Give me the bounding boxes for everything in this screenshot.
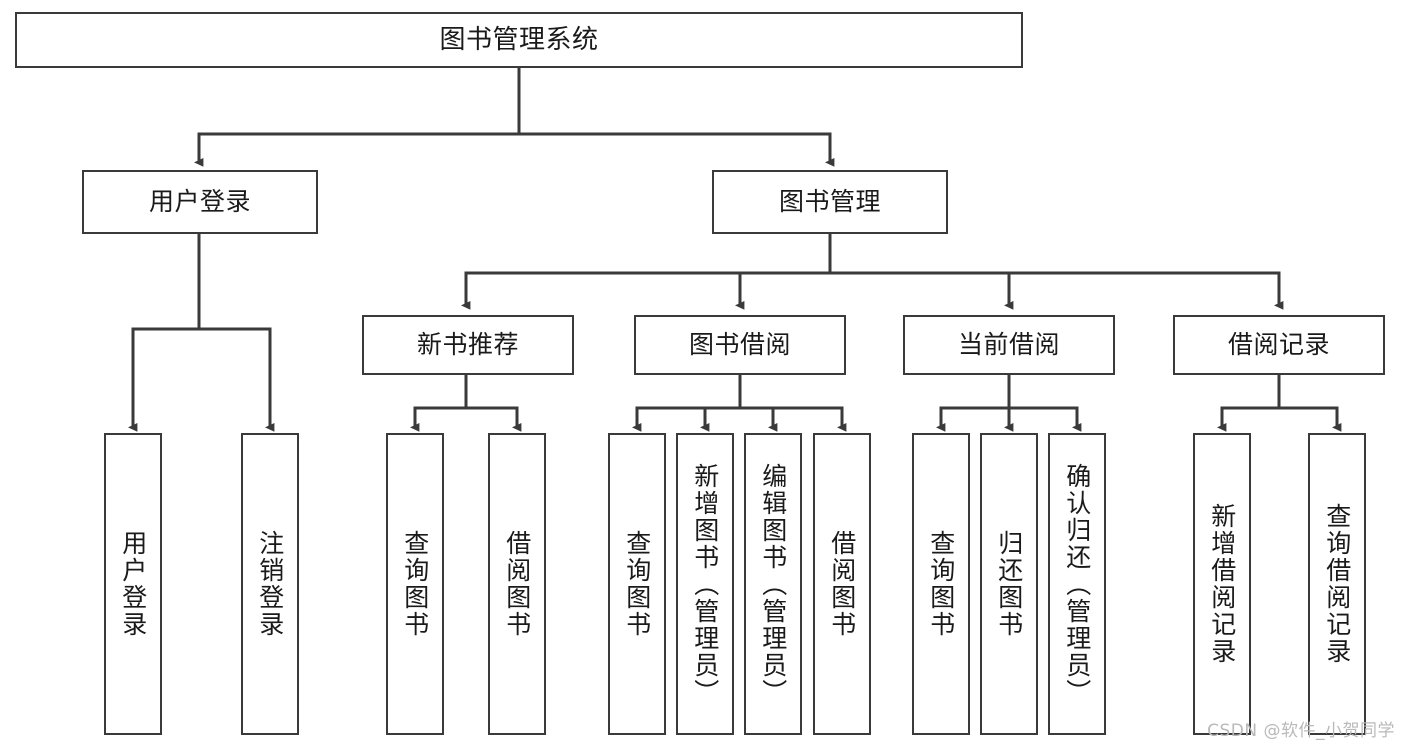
leaf-query-book-borrow[interactable]: 查询图书 <box>608 433 666 735</box>
node-label: 注销登录 <box>255 530 285 638</box>
leaf-add-book-admin[interactable]: 新增图书（管理员） <box>676 433 734 735</box>
node-label: 借阅图书 <box>827 530 857 638</box>
node-label: 查询借阅记录 <box>1322 503 1352 665</box>
node-label: 确认归还（管理员） <box>1062 462 1092 706</box>
node-book-manage[interactable]: 图书管理 <box>712 170 948 234</box>
node-label: 图书管理 <box>778 187 881 217</box>
leaf-borrow-book[interactable]: 借阅图书 <box>813 433 871 735</box>
node-label: 查询图书 <box>400 530 430 638</box>
node-new-book-recommend[interactable]: 新书推荐 <box>362 315 574 375</box>
node-book-borrow[interactable]: 图书借阅 <box>634 315 846 375</box>
leaf-user-login[interactable]: 用户登录 <box>104 433 162 735</box>
node-label: 编辑图书（管理员） <box>758 462 788 706</box>
leaf-edit-book-admin[interactable]: 编辑图书（管理员） <box>744 433 802 735</box>
leaf-logout-login[interactable]: 注销登录 <box>241 433 299 735</box>
node-label: 图书管理系统 <box>439 24 599 55</box>
node-label: 图书借阅 <box>688 330 791 360</box>
leaf-confirm-return-admin[interactable]: 确认归还（管理员） <box>1048 433 1106 735</box>
node-user-login[interactable]: 用户登录 <box>82 170 318 234</box>
node-label: 新增图书（管理员） <box>690 462 720 706</box>
leaf-query-book-current[interactable]: 查询图书 <box>912 433 970 735</box>
leaf-borrow-book-recommend[interactable]: 借阅图书 <box>488 433 546 735</box>
node-label: 新增借阅记录 <box>1207 503 1237 665</box>
node-label: 查询图书 <box>926 530 956 638</box>
leaf-query-borrow-record[interactable]: 查询借阅记录 <box>1308 433 1366 735</box>
leaf-add-borrow-record[interactable]: 新增借阅记录 <box>1193 433 1251 735</box>
node-label: 归还图书 <box>994 530 1024 638</box>
node-label: 用户登录 <box>148 187 251 217</box>
node-label: 当前借阅 <box>957 330 1060 360</box>
node-borrow-record[interactable]: 借阅记录 <box>1173 315 1385 375</box>
leaf-return-book[interactable]: 归还图书 <box>980 433 1038 735</box>
node-label: 用户登录 <box>118 530 148 638</box>
csdn-watermark: CSDN @软件_小贺同学 <box>1207 721 1395 741</box>
leaf-query-book-recommend[interactable]: 查询图书 <box>386 433 444 735</box>
node-label: 借阅记录 <box>1227 330 1330 360</box>
node-label: 查询图书 <box>622 530 652 638</box>
node-root-book-management-system[interactable]: 图书管理系统 <box>15 12 1023 68</box>
node-label: 新书推荐 <box>416 330 519 360</box>
node-label: 借阅图书 <box>502 530 532 638</box>
node-current-borrow[interactable]: 当前借阅 <box>903 315 1115 375</box>
